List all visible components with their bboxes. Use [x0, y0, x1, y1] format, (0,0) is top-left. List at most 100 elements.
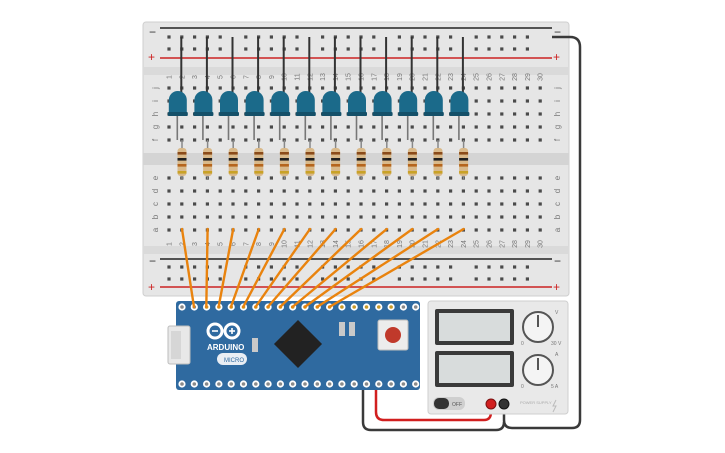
terminal-hole: [538, 86, 542, 90]
rail-hole: [487, 35, 491, 39]
resistor-band: [228, 171, 238, 174]
resistor-band: [331, 164, 341, 167]
rail-hole: [513, 47, 517, 51]
led-body: [348, 91, 366, 114]
rail-hole: [423, 35, 427, 39]
arduino-micro: ARDUINO MICRO: [167, 301, 420, 390]
terminal-hole: [167, 86, 171, 90]
led-rim: [449, 112, 470, 116]
negative-terminal[interactable]: [498, 398, 510, 410]
column-label: 15: [346, 240, 353, 248]
rail-hole: [500, 35, 504, 39]
row-label: e: [553, 175, 562, 180]
rail-hole: [500, 47, 504, 51]
rail-hole: [487, 265, 491, 269]
column-label: 13: [320, 73, 327, 81]
header-pin: [180, 305, 184, 309]
terminal-hole: [193, 176, 197, 180]
terminal-hole: [423, 138, 427, 142]
terminal-hole: [410, 125, 414, 129]
resistor-band: [407, 164, 417, 167]
rail-hole: [346, 277, 350, 281]
terminal-hole: [513, 189, 517, 193]
resistor-band: [254, 152, 264, 155]
terminal-hole: [308, 189, 312, 193]
terminal-hole: [321, 215, 325, 219]
terminal-hole: [295, 86, 299, 90]
header-pin: [327, 382, 332, 386]
terminal-hole: [244, 125, 248, 129]
header-pin: [364, 382, 369, 386]
terminal-hole: [385, 202, 389, 206]
terminal-hole: [487, 138, 491, 142]
rail-hole: [269, 265, 273, 269]
resistor-band: [382, 152, 392, 155]
terminal-hole: [410, 215, 414, 219]
row-label: f: [553, 138, 562, 141]
resistor-band: [356, 158, 366, 161]
terminal-hole: [359, 189, 363, 193]
arduino-model-text: MICRO: [224, 358, 244, 364]
terminal-hole: [308, 202, 312, 206]
rail-hole: [449, 277, 453, 281]
row-label: i: [151, 100, 160, 102]
terminal-hole: [167, 125, 171, 129]
terminal-hole: [461, 202, 465, 206]
column-label: 19: [397, 73, 404, 81]
rail-hole: [397, 35, 401, 39]
terminal-hole: [474, 189, 478, 193]
header-pin: [278, 382, 283, 386]
resistor-band: [459, 171, 469, 174]
terminal-hole: [269, 86, 273, 90]
column-label: 18: [384, 73, 391, 81]
led-body: [296, 91, 315, 114]
column-label: 10: [282, 73, 289, 81]
terminal-hole: [525, 215, 529, 219]
header-pin: [340, 382, 344, 386]
terminal-hole: [244, 228, 248, 232]
terminal-hole: [397, 202, 401, 206]
resistor-band: [177, 164, 187, 167]
resistor-body: [331, 148, 341, 176]
terminal-hole: [487, 202, 491, 206]
header-pin: [217, 382, 221, 386]
terminal-hole: [385, 189, 389, 193]
terminal-hole: [167, 228, 171, 232]
row-label: j: [151, 87, 160, 90]
resistor-band: [279, 152, 289, 155]
terminal-hole: [423, 189, 427, 193]
resistor-band: [459, 164, 469, 167]
rail-hole: [513, 265, 517, 269]
terminal-hole: [474, 112, 478, 116]
resistor-band: [331, 152, 341, 155]
terminal-hole: [333, 125, 337, 129]
positive-terminal[interactable]: [485, 398, 497, 410]
rail-hole: [487, 277, 491, 281]
signal-wire: [229, 227, 260, 309]
reset-button-cap[interactable]: [385, 327, 401, 343]
top-left-plus-label: +: [148, 50, 155, 64]
led-body: [373, 91, 392, 114]
power-switch-knob[interactable]: [434, 398, 449, 409]
terminal-hole: [525, 228, 529, 232]
column-label: 4: [205, 75, 212, 79]
resistor-body: [177, 148, 187, 176]
terminal-hole: [333, 189, 337, 193]
terminal-hole: [372, 228, 376, 232]
rail-divider-bottom: [143, 246, 569, 254]
terminal-hole: [513, 125, 517, 129]
rail-divider-top: [143, 67, 569, 75]
led-body: [245, 91, 264, 114]
terminal-hole: [474, 215, 478, 219]
row-label: d: [151, 189, 160, 193]
header-pin: [352, 305, 357, 309]
column-label: 29: [525, 240, 532, 248]
terminal-hole: [538, 215, 542, 219]
terminal-hole: [295, 138, 299, 142]
terminal-hole: [513, 215, 517, 219]
header-pin: [192, 382, 197, 386]
terminal-hole: [295, 215, 299, 219]
terminal-hole: [500, 138, 504, 142]
header-pin: [340, 305, 344, 309]
resistor-body: [433, 148, 443, 176]
